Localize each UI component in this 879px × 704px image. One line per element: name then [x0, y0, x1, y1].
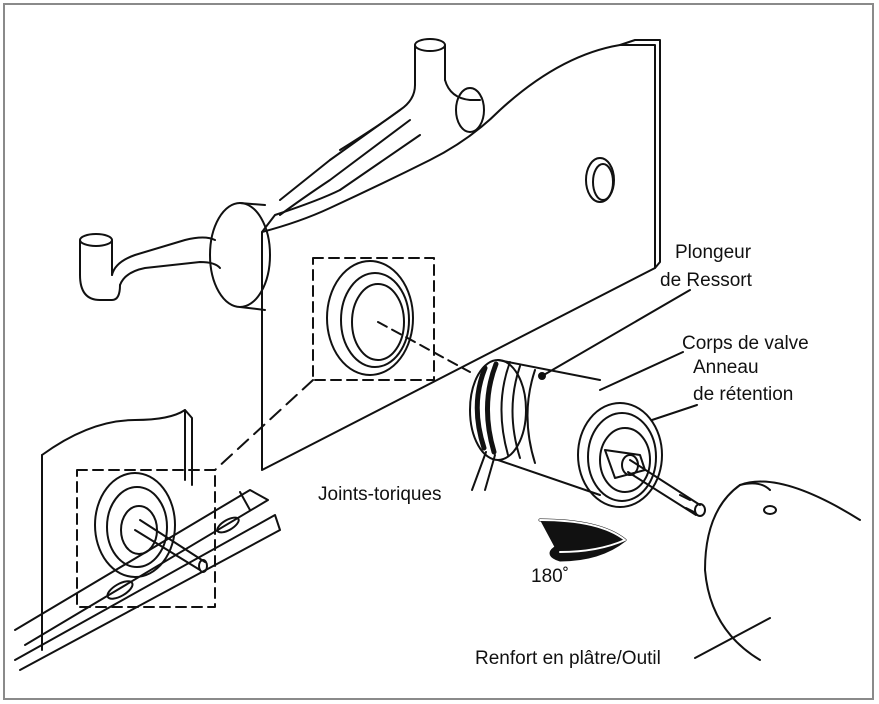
valve-cartridge [469, 359, 706, 517]
leader-plunger [541, 289, 691, 377]
label-valve-body: Corps de valve [682, 333, 809, 354]
label-rotation: 180˚ [531, 566, 570, 587]
wall-plate [79, 38, 661, 471]
label-plaster-guard: Renfort en plâtre/Outil [475, 648, 661, 669]
label-retaining-ring-line1: Anneau [693, 357, 759, 378]
detail-leader [214, 379, 314, 471]
leader-o-rings [471, 451, 496, 491]
plaster-guard [704, 480, 861, 661]
label-retaining-ring-line2: de rétention [693, 384, 794, 405]
rotation-arrow-icon [538, 518, 627, 562]
detail-box-inset [76, 469, 216, 608]
diagram-frame [3, 3, 874, 700]
inset-detail [14, 409, 281, 671]
leader-plaster-guard [694, 617, 771, 659]
axis-line [377, 321, 471, 373]
leader-valve-body [599, 351, 684, 391]
detail-box-plate [312, 257, 435, 381]
leader-retaining-ring [651, 404, 698, 421]
label-spring-plunger-line2: de Ressort [660, 270, 752, 291]
label-spring-plunger-line1: Plongeur [675, 242, 752, 263]
label-o-rings: Joints-toriques [318, 484, 442, 505]
